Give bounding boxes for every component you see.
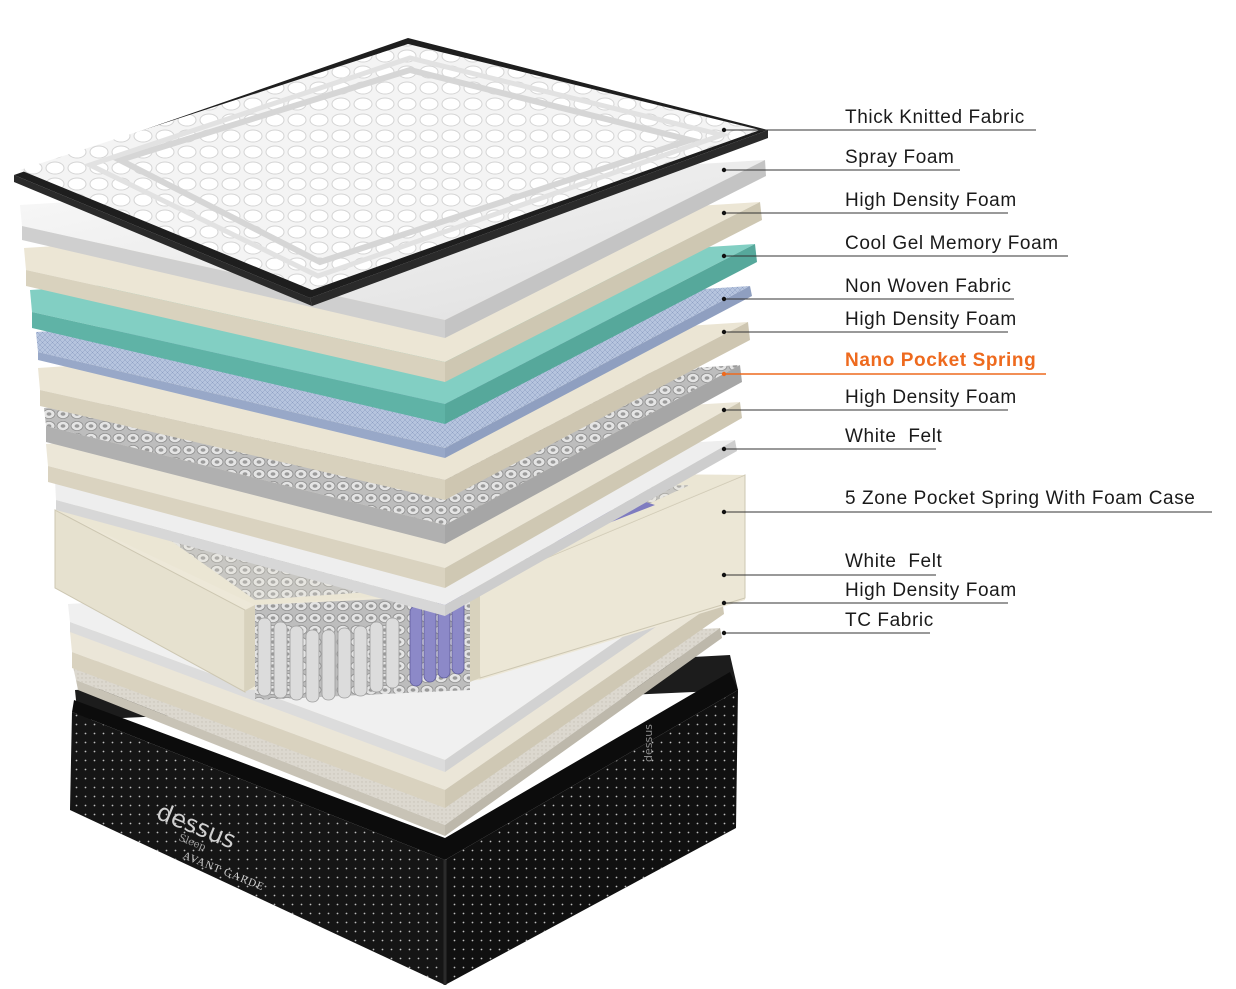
label-white-felt-10: White Felt [845, 551, 943, 572]
leader-lines [721, 127, 1212, 636]
leader-dot-5-zone-pocket-spring-with-foam-case-9 [721, 509, 727, 515]
side-brand-mark: dessus [642, 724, 655, 762]
leader-dot-thick-knitted-fabric-0 [721, 127, 727, 133]
leader-dot-cool-gel-memory-foam-3 [721, 253, 727, 259]
label-nano-pocket-spring-6: Nano Pocket Spring [845, 350, 1037, 371]
mattress-base: dessus Sleep AVANT GARDE dessus [70, 655, 738, 985]
leader-dot-high-density-foam-2 [721, 210, 727, 216]
label-high-density-foam-5: High Density Foam [845, 309, 1017, 330]
label-spray-foam-1: Spray Foam [845, 147, 955, 168]
label-5-zone-pocket-spring-with-foam-case-9: 5 Zone Pocket Spring With Foam Case [845, 488, 1196, 509]
label-thick-knitted-fabric-0: Thick Knitted Fabric [845, 107, 1025, 128]
leader-dot-white-felt-10 [721, 572, 727, 578]
label-tc-fabric-12: TC Fabric [845, 610, 934, 631]
leader-dot-nano-pocket-spring-6 [721, 371, 727, 377]
label-high-density-foam-2: High Density Foam [845, 190, 1017, 211]
leader-dot-non-woven-fabric-4 [721, 296, 727, 302]
leader-dot-high-density-foam-5 [721, 329, 727, 335]
leader-dot-high-density-foam-7 [721, 407, 727, 413]
leader-dot-tc-fabric-12 [721, 630, 727, 636]
leader-dot-white-felt-8 [721, 446, 727, 452]
leader-dot-high-density-foam-11 [721, 600, 727, 606]
label-cool-gel-memory-foam-3: Cool Gel Memory Foam [845, 233, 1059, 254]
label-non-woven-fabric-4: Non Woven Fabric [845, 276, 1012, 297]
leader-dot-spray-foam-1 [721, 167, 727, 173]
layer-thick-knitted-fabric [14, 38, 768, 306]
label-high-density-foam-7: High Density Foam [845, 387, 1017, 408]
label-white-felt-8: White Felt [845, 426, 943, 447]
label-high-density-foam-11: High Density Foam [845, 580, 1017, 601]
